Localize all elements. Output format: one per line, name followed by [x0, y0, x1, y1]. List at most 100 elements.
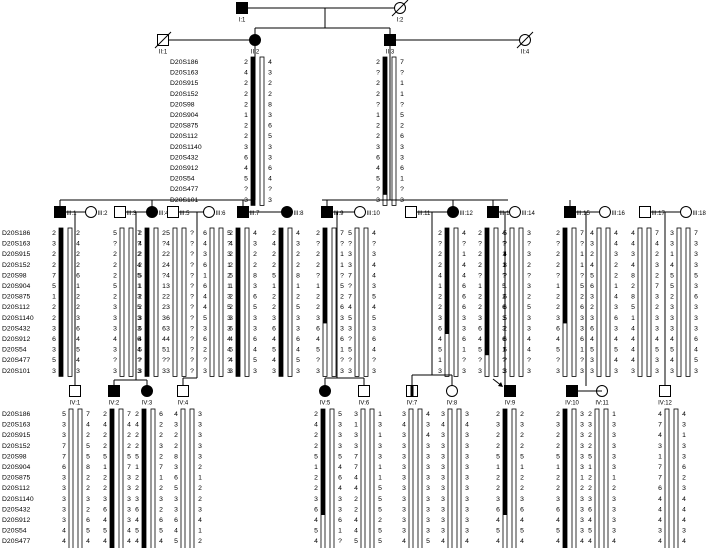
allele-iii-18-left-5: 5	[670, 283, 674, 290]
allele-iv-9-left-10: 4	[496, 517, 500, 524]
label-iii-17: III:17	[652, 211, 666, 217]
allele-iv-10-left-2: 2	[556, 432, 560, 439]
allele-iv-5-left-5: 1	[314, 464, 318, 471]
allele-iii-17-left-10: 4	[631, 336, 635, 343]
allele-iii-8-right-3: 2	[296, 262, 300, 269]
allele-iv-6-right-6: 1	[378, 475, 382, 482]
allele-iv-4-left-11: 4	[174, 528, 178, 535]
allele-iii-17-left-2: 3	[631, 251, 635, 258]
allele-iii-8-left-11: 5	[272, 347, 276, 354]
allele-iii-5-right-7: ?	[190, 304, 194, 311]
allele-iv-1-right-2: 2	[86, 432, 90, 439]
allele-iii-17-right-10: 4	[655, 336, 659, 343]
allele-iii-12-left-0: 2	[438, 230, 442, 237]
ii2-marker-d20s1140: D20S1140	[170, 144, 202, 151]
allele-iii-5-left-3: 4	[166, 262, 170, 269]
haplotype-segment-iii-4-left	[145, 228, 149, 377]
allele-iii-10-left-10: ?	[348, 336, 352, 343]
allele-iii-5-left-8: 6	[166, 315, 170, 322]
allele-iii-9-left-1: ?	[316, 241, 320, 248]
allele-iv-12-left-8: 4	[658, 496, 662, 503]
allele-iv-2-right-11: 4	[127, 528, 131, 535]
allele-iv-8-right-7: 3	[465, 485, 469, 492]
allele-iii-9-right-13: 3	[340, 368, 344, 375]
allele-iv-3-right-2: 2	[159, 432, 163, 439]
allele-iii-15-right-7: 6	[580, 304, 584, 311]
allele-ii-2-left-11: 5	[244, 176, 248, 183]
haplotype-segment-ii-3-left	[383, 57, 387, 195]
chromosome-bar-iii-7-right	[244, 227, 250, 377]
symbol-male-iii-1	[54, 206, 66, 218]
allele-iii-9-left-12: ?	[316, 357, 320, 364]
allele-ii-2-left-1: 4	[244, 70, 248, 77]
allele-iv-11-right-1: 3	[612, 422, 616, 429]
allele-iii-18-right-8: 3	[694, 315, 698, 322]
allele-ii-3-left-12: ?	[376, 186, 380, 193]
allele-iii-9-right-11: 1	[340, 347, 344, 354]
allele-iii-1-left-4: 7	[52, 272, 56, 279]
allele-iii-6-left-6: 4	[203, 294, 207, 301]
allele-iii-13-left-1: ?	[478, 241, 482, 248]
symbol-male-iv-12	[659, 385, 671, 397]
allele-iii-10-right-10: 6	[372, 336, 376, 343]
allele-iv-11-right-0: 1	[612, 411, 616, 418]
allele-iv-4-left-2: 2	[174, 432, 178, 439]
allele-iv-10-right-6: 1	[580, 475, 584, 482]
allele-ii-2-right-12: ?	[268, 186, 272, 193]
allele-iii-18-right-2: 3	[694, 251, 698, 258]
allele-ii-3-right-10: 6	[400, 165, 404, 172]
allele-iv-12-left-7: 6	[658, 485, 662, 492]
allele-iv-11-right-4: 3	[612, 453, 616, 460]
allele-iv-7-right-6: 3	[426, 475, 430, 482]
label-iii-5: III:5	[180, 211, 191, 217]
allele-iii-1-right-8: 3	[76, 315, 80, 322]
allele-iv-7-left-5: 3	[402, 464, 406, 471]
allele-iii-5-right-12: ?	[190, 357, 194, 364]
allele-iii-15-right-13: 3	[580, 368, 584, 375]
allele-iii-13-right-1: ?	[502, 241, 506, 248]
allele-iv-4-left-8: 3	[174, 496, 178, 503]
haplotype-segment-iii-7-left	[236, 228, 240, 377]
label-iv-8: IV:8	[447, 401, 458, 407]
allele-iii-6-left-1: 4	[203, 241, 207, 248]
iv-marker-d20s163: D20S163	[2, 422, 31, 429]
allele-iv-1-right-5: 8	[86, 464, 90, 471]
chromosome-bar-iii-16-left	[596, 227, 602, 377]
allele-iii-15-right-0: 7	[580, 230, 584, 237]
allele-iv-10-left-9: 6	[556, 506, 560, 513]
allele-iv-9-right-11: 5	[520, 528, 524, 535]
allele-iii-1-left-13: 3	[52, 368, 56, 375]
allele-iii-12-right-4: 4	[462, 272, 466, 279]
allele-ii-3-right-7: 6	[400, 133, 404, 140]
allele-iii-1-left-2: 2	[52, 251, 56, 258]
iv-marker-d20s477: D20S477	[2, 538, 31, 545]
allele-iv-8-left-2: 3	[441, 432, 445, 439]
symbol-female-iv-3	[141, 385, 153, 397]
chromosome-bar-iii-14-right	[518, 227, 524, 377]
allele-iv-9-left-9: 6	[496, 506, 500, 513]
allele-iii-3-right-13: 3	[137, 368, 141, 375]
allele-iii-16-left-9: 6	[590, 325, 594, 332]
allele-iv-1-left-9: 3	[62, 506, 66, 513]
allele-ii-2-right-5: 3	[268, 112, 272, 119]
ii2-marker-d20s54: D20S54	[170, 176, 195, 183]
allele-iii-14-right-3: 2	[527, 262, 531, 269]
allele-iii-17-right-8: 3	[655, 315, 659, 322]
chromosome-bar-iv-6-right	[369, 408, 375, 548]
allele-ii-2-left-4: 2	[244, 101, 248, 108]
allele-iv-2-left-0: 2	[103, 411, 107, 418]
allele-iii-8-left-5: 1	[272, 283, 276, 290]
allele-iii-10-left-0: 5	[348, 230, 352, 237]
allele-iv-7-left-10: 3	[402, 517, 406, 524]
allele-ii-3-right-2: 1	[400, 80, 404, 87]
allele-iii-3-left-0: 5	[113, 230, 117, 237]
symbol-female-iii-14	[509, 206, 521, 218]
allele-iii-8-right-2: 2	[296, 251, 300, 258]
allele-iii-15-left-2: 2	[556, 251, 560, 258]
allele-iii-9-left-10: 4	[316, 336, 320, 343]
allele-iv-9-left-2: 2	[496, 432, 500, 439]
allele-iv-5-left-11: 5	[314, 528, 318, 535]
allele-iv-11-left-10: 4	[588, 517, 592, 524]
allele-iv-5-right-12: ?	[338, 538, 342, 545]
symbol-male-iv-1	[69, 385, 81, 397]
